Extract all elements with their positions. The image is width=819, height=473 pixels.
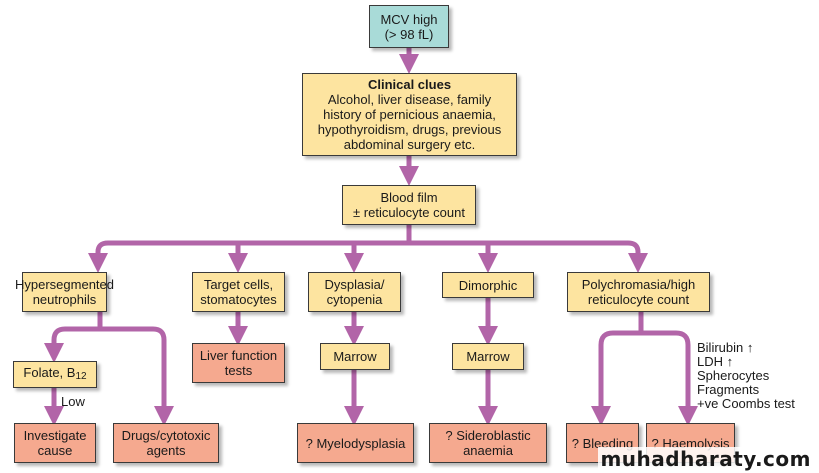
node-sideroblastic-text: ? Sideroblastic anaemia: [445, 428, 531, 458]
connector-polychromasia-split: [598, 330, 691, 414]
node-haemolysis-text: ? Haemolysis: [651, 435, 730, 451]
node-polychromasia: Polychromasia/high reticulocyte count: [567, 272, 710, 312]
node-drugs-text: Drugs/cytotoxic agents: [121, 428, 211, 458]
node-sideroblastic-anaemia: ? Sideroblastic anaemia: [429, 423, 547, 463]
node-hypersegmented-neutrophils: Hypersegmented neutrophils: [15, 272, 114, 312]
node-mcv-high: MCV high (> 98 fL): [369, 5, 449, 48]
node-drugs-cytotoxic: Drugs/cytotoxic agents: [113, 423, 219, 463]
node-liver-function-tests: Liver function tests: [192, 343, 285, 383]
node-clinical-clues: Clinical clues Alcohol, liver disease, f…: [302, 73, 517, 156]
node-blood-film-text: Blood film ± reticulocyte count: [353, 190, 465, 220]
node-mcv-high-text: MCV high (> 98 fL): [380, 11, 438, 42]
node-hypersegmented-text: Hypersegmented neutrophils: [15, 277, 114, 307]
node-folate-b12-text: Folate, B12: [23, 365, 86, 384]
node-dimorphic: Dimorphic: [442, 272, 534, 298]
node-target-cells-text: Target cells, stomatocytes: [200, 277, 277, 307]
node-folate-b12: Folate, B12: [13, 361, 97, 388]
folate-b12-label: Folate, B: [23, 365, 76, 380]
connector-main-bus: [95, 240, 641, 262]
node-marrow-2-text: Marrow: [466, 349, 510, 364]
node-investigate-text: Investigate cause: [23, 428, 87, 458]
node-myelodysplasia-text: ? Myelodysplasia: [305, 435, 406, 451]
node-dysplasia: Dysplasia/ cytopenia: [308, 272, 401, 312]
folate-b12-subscript: 12: [75, 371, 87, 382]
node-polychromasia-text: Polychromasia/high reticulocyte count: [581, 277, 696, 307]
node-dysplasia-text: Dysplasia/ cytopenia: [324, 277, 385, 307]
node-target-cells: Target cells, stomatocytes: [192, 272, 285, 312]
node-clinical-clues-body: Alcohol, liver disease, family history o…: [317, 92, 502, 152]
node-marrow-dimorphic: Marrow: [452, 343, 524, 370]
connector-hypersegmented-split: [51, 326, 167, 414]
node-marrow-dysplasia: Marrow: [320, 343, 390, 370]
node-investigate-cause: Investigate cause: [14, 423, 96, 463]
haemolysis-findings-list: Bilirubin ↑ LDH ↑ Spherocytes Fragments …: [697, 340, 795, 411]
watermark: muhadharaty.com: [598, 447, 813, 471]
node-marrow-1-text: Marrow: [333, 349, 377, 364]
node-bleeding-text: ? Bleeding: [571, 435, 634, 451]
node-liver-function-text: Liver function tests: [199, 348, 278, 378]
node-blood-film: Blood film ± reticulocyte count: [342, 185, 476, 225]
node-myelodysplasia: ? Myelodysplasia: [297, 423, 414, 463]
node-clinical-clues-title: Clinical clues: [367, 77, 452, 92]
node-dimorphic-text: Dimorphic: [458, 277, 518, 293]
label-low: Low: [61, 394, 85, 409]
